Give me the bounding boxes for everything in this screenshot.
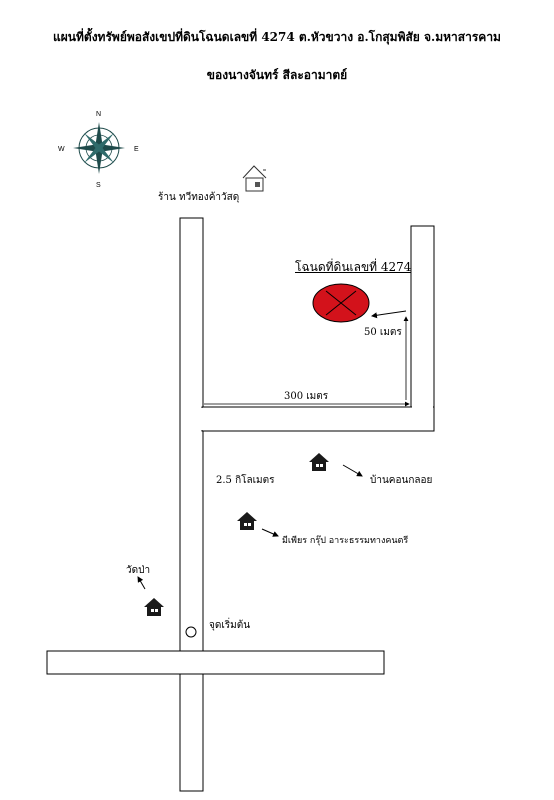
map-title-line1: แผนที่ตั้งทรัพย์พอสังเขปที่ดินโฉนดเลขที่… — [53, 30, 501, 44]
house-icon — [237, 512, 257, 530]
distance-50m-label: 50 เมตร — [364, 327, 402, 338]
shop-house-icon — [242, 165, 267, 192]
bottom-road-horizontal — [46, 650, 385, 675]
compass-w-label: W — [58, 146, 65, 153]
arrow-to-parcel — [371, 310, 407, 319]
start-point-label: จุดเริ่มต้น — [209, 620, 251, 631]
arrow-wat-pa — [137, 576, 146, 590]
distance-2-5km-label: 2.5 กิโลเมตร — [216, 475, 275, 486]
distance-300m-label: 300 เมตร — [284, 391, 329, 402]
right-road-vertical — [410, 225, 435, 408]
start-point-icon — [185, 626, 197, 638]
house-icon — [309, 453, 329, 471]
mephia-group-label: มีเพียร กรุ๊ป อาระธรรมทางคนตรี — [282, 536, 409, 546]
map-title-line2: ของนางจันทร์ สีละอามาตย์ — [206, 68, 348, 82]
wat-pa-label: วัดป่า — [126, 565, 151, 576]
shop-label: ร้าน ทวีทองค้าวัสดุ — [158, 192, 240, 203]
compass-rose-icon: N S E W — [58, 111, 139, 189]
ban-khon-klong-label: บ้านคอนกลอย — [370, 475, 433, 486]
roads — [46, 217, 435, 792]
compass-e-label: E — [134, 146, 139, 153]
branch-road-horizontal — [201, 406, 435, 432]
house-icon — [144, 598, 164, 616]
parcel-label: โฉนดที่ดินเลขที่ 4274 — [295, 260, 412, 274]
compass-s-label: S — [96, 182, 101, 189]
main-road-vertical — [179, 217, 204, 792]
parcel-marker-icon — [312, 283, 370, 323]
compass-n-label: N — [96, 111, 101, 118]
arrow-mephia — [261, 528, 279, 537]
arrow-ban-khon — [342, 464, 363, 477]
